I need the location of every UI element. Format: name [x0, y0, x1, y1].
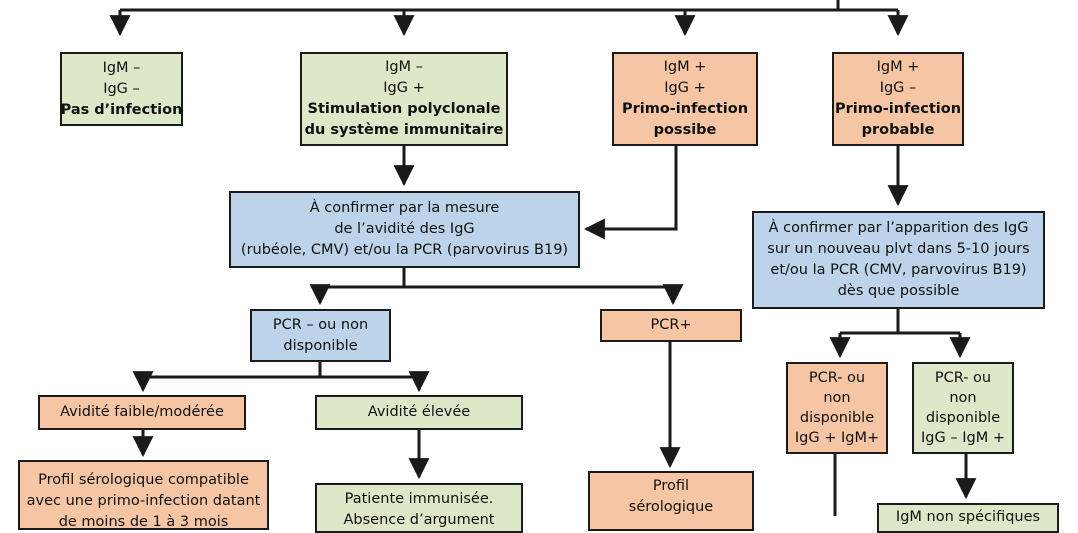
pcr-negative-line-2: disponible	[283, 337, 358, 354]
avidity-confirm-line-2: de l’avidité des IgG	[334, 221, 475, 237]
probable-igm: IgM +	[876, 59, 920, 75]
possible-igg: IgG +	[664, 80, 706, 96]
box-avidity-confirm: À confirmer par la mesure de l’avidité d…	[229, 191, 580, 268]
box-profile-compatible: Profil sérologique compatible avec une p…	[18, 460, 269, 530]
polyclonal-igg: IgG +	[383, 80, 425, 96]
avidity-high-label: Avidité élevée	[367, 404, 471, 420]
pcr-neg-igm-line-1: PCR- ou	[808, 370, 866, 386]
box-pcr-neg-igg-neg-igm-pos: PCR- ou non disponible IgG – IgM +	[912, 362, 1014, 454]
probable-title-2: probable	[861, 122, 935, 138]
no-infection-igg: IgG –	[103, 80, 140, 97]
split-avidity-confirm	[320, 268, 673, 289]
box-pcr-neg-igg-igm-pos: PCR- ou non disponible IgG + IgM+	[786, 362, 888, 454]
pcr-neg-igm-line-2: non	[823, 390, 851, 406]
arrow-possible-to-avidity	[583, 146, 678, 240]
profile-compatible-line-2: avec une primo-infection datant	[26, 493, 261, 509]
pcr-negative-line-1: PCR – ou non	[272, 316, 369, 333]
pcr-positive-label: PCR+	[650, 317, 692, 333]
avidity-low-label: Avidité faible/modérée	[60, 404, 224, 420]
polyclonal-title-2: du système immunitaire	[304, 122, 504, 138]
igg-confirm-line-3: et/ou la PCR (CMV, parvovirus B19)	[770, 262, 1027, 278]
probable-title-1: Primo-infection	[834, 101, 962, 117]
pcr-neg-igg-line-3: disponible	[925, 410, 1001, 426]
avidity-confirm-line-3: (rubéole, CMV) et/ou la PCR (parvovirus …	[240, 242, 569, 258]
immunised-line-1: Patiente immunisée.	[344, 491, 494, 507]
polyclonal-igm: IgM –	[385, 59, 423, 75]
igm-nonspecific-label: IgM non spécifiques	[895, 509, 1041, 525]
igg-confirm-line-1: À confirmer par l’apparition des IgG	[768, 220, 1029, 236]
top-bus-line	[120, 0, 898, 12]
igg-confirm-line-2: sur un nouveau plvt dans 5-10 jours	[767, 241, 1030, 257]
connector-lines	[109, 0, 977, 516]
profile-compatible-line-1: Profil sérologique compatible	[38, 472, 249, 488]
no-infection-igm: IgM –	[102, 59, 141, 76]
box-possible: IgM + IgG + Primo-infection possibe	[612, 52, 758, 146]
pcr-neg-igm-line-4: IgG + IgM+	[794, 430, 880, 446]
igg-confirm-line-4: dès que possible	[837, 283, 960, 299]
box-pcr-negative: PCR – ou non disponible	[250, 309, 391, 362]
no-infection-title: Pas d’infection	[60, 101, 183, 118]
box-avidity-high: Avidité élevée	[315, 395, 523, 430]
possible-title-1: Primo-infection	[621, 101, 749, 117]
box-no-infection: IgM – IgG – Pas d’infection	[60, 52, 183, 126]
profile-serologic-line-1: Profil	[652, 478, 690, 494]
box-profile-serologic: Profil sérologique	[588, 471, 754, 531]
split-igg-confirm	[840, 309, 960, 335]
pcr-neg-igg-line-4: IgG – IgM +	[921, 430, 1005, 446]
pcr-neg-igg-line-2: non	[949, 390, 977, 406]
pcr-neg-igm-line-3: disponible	[799, 410, 875, 426]
immunised-line-2: Absence d’argument	[343, 512, 495, 528]
avidity-confirm-line-1: À confirmer par la mesure	[309, 200, 500, 216]
possible-igm: IgM +	[663, 59, 707, 75]
box-avidity-low: Avidité faible/modérée	[38, 395, 246, 430]
pcr-neg-igg-line-1: PCR- ou	[934, 370, 992, 386]
probable-igg: IgG –	[879, 80, 917, 96]
box-immunised: Patiente immunisée. Absence d’argument	[315, 483, 523, 533]
box-probable: IgM + IgG – Primo-infection probable	[832, 52, 964, 146]
profile-serologic-line-2: sérologique	[628, 499, 714, 515]
box-igm-nonspecific: IgM non spécifiques	[877, 503, 1059, 533]
box-pcr-positive: PCR+	[600, 309, 742, 342]
box-igg-confirm: À confirmer par l’apparition des IgG sur…	[752, 211, 1045, 309]
split-pcr-neg	[143, 362, 419, 379]
polyclonal-title-1: Stimulation polyclonale	[307, 101, 501, 117]
possible-title-2: possibe	[653, 122, 717, 138]
profile-compatible-line-3: de moins de 1 à 3 mois	[58, 514, 229, 530]
box-polyclonal: IgM – IgG + Stimulation polyclonale du s…	[300, 52, 508, 146]
